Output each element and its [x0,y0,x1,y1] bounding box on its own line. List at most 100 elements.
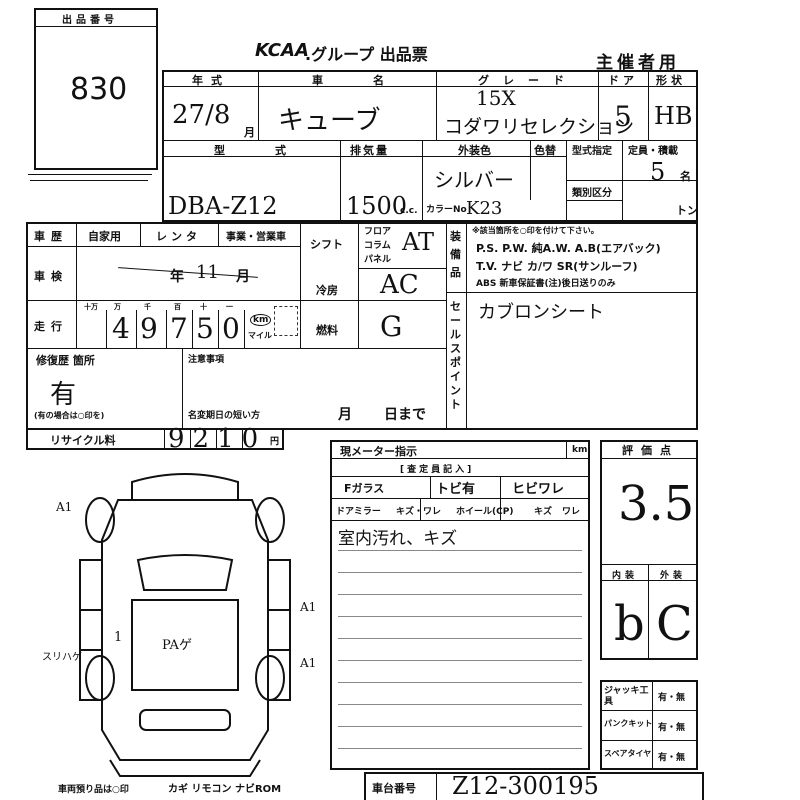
usage-label: 車歴 [34,230,68,243]
inspection-label: 車検 [34,270,68,283]
wheel-label: ホイール(CP) [456,507,514,517]
fuel-label: 燃料 [316,324,338,337]
wheel-value[interactable]: キズ [534,507,553,517]
score-value: 3.5 [618,476,695,532]
mileage-digit-5: 0 [222,312,240,345]
person-unit: 名 [680,170,691,183]
puncture-label: パンクキット [604,719,653,728]
equipment-label: 装備品 [450,230,461,279]
usage-option-rental[interactable]: レンタ [156,230,201,243]
diagram-mark-1: 1 [114,630,123,645]
mileage-unit-1: 一 [226,303,233,311]
lot-number-box [34,8,158,170]
diagram-a1-right-1: A1 [300,600,317,614]
glass-label: Fガラス [344,482,385,495]
meter-km: km [572,445,588,455]
caution-label: 注意事項 [188,355,225,365]
mileage-unit-100: 百 [174,303,181,311]
shift-label: シフト [310,238,343,251]
footer-items: カギ リモコン ナビROM [168,784,282,795]
footer-note: 車両預り品は○印 [58,785,129,795]
glass-value-2[interactable]: ヒビワレ [512,482,565,497]
fuel-value: G [380,310,403,343]
inspection-year-unit: 年 [170,269,184,285]
year-label: 年式 [192,74,230,87]
lot-number-value: 830 [70,72,128,107]
mileage-digit-2: 9 [140,312,158,345]
color-no-label: カラーNo [426,205,467,215]
car-damage-diagram [79,473,291,777]
door-value: 5 [614,100,632,133]
color-value: シルバー [434,168,514,192]
capacity-value: 5 [650,158,666,186]
exterior-label: 外装 [660,571,687,581]
mile-option[interactable]: マイル [248,331,272,340]
repair-note: (有の場合は○印を) [34,411,105,420]
organizer-label: 主催者用 [596,53,680,73]
name-change-day: 日まで [384,407,426,423]
wheel-value-2[interactable]: ワレ [562,507,581,517]
km-option[interactable]: km [250,314,272,326]
model-value: DBA-Z12 [168,192,278,220]
ac-label: 冷房 [316,284,338,297]
shift-panel[interactable]: パネル [364,255,392,265]
interior-value: b [614,596,645,652]
displacement-value: 1500 [346,192,408,220]
recycle-yen: 円 [270,437,280,447]
car-name-label: 車名 [312,74,434,87]
recycle-label: リサイクル料 [50,434,116,447]
mirror-value[interactable]: キズ・ワレ [396,507,442,517]
sales-point-value: カブロンシート [478,302,604,323]
jack-label: ジャッキ工具 [604,686,649,707]
mileage-digit-1: 4 [112,312,130,345]
ac-value: AC [380,270,419,300]
usage-option-business[interactable]: 事業・営業車 [226,232,286,243]
jack-value[interactable]: 有・無 [658,693,686,703]
vehicle-detail-table [26,222,698,430]
chassis-label: 車台番号 [372,782,416,795]
score-label: 評価点 [622,444,679,457]
mileage-unit-1k: 千 [144,303,151,311]
repair-value: 有 [50,380,77,410]
category-label: 類別区分 [572,188,612,199]
inspector-notes-value: 室内汚れ、キズ [338,529,458,549]
shift-column[interactable]: コラム [364,241,391,251]
diagram-a1-top-left: A1 [56,500,73,514]
repair-label: 修復歴 箇所 [36,354,95,367]
name-change-label: 名変期日の短い方 [188,411,261,421]
car-name-value: キューブ [278,106,381,136]
mileage-unit-10k: 万 [114,303,121,311]
inspection-month-unit: 月 [236,269,250,285]
month-unit: 月 [244,126,255,139]
ton-unit: トン [676,204,698,217]
brand-logo: KCAA [255,40,309,61]
equipment-line-1[interactable]: P.S. P.W. 純A.W. A.B(エアバック) [476,242,661,255]
name-change-month: 月 [338,407,352,423]
approval-label: 型式指定 [572,146,612,157]
cc-unit: c.c. [400,206,418,216]
inspector-title: [査定員記入] [400,465,475,475]
diagram-center-note: PAゲ [162,638,192,653]
spare-value[interactable]: 有・無 [658,753,686,763]
glass-value[interactable]: トビ有 [436,482,476,497]
mileage-unit-100k: 十万 [84,303,98,311]
chassis-value: Z12-300195 [452,772,599,800]
shift-floor[interactable]: フロア [364,227,392,237]
model-label: 型式 [214,144,336,157]
year-value: 27/8 [172,100,231,130]
equipment-line-2[interactable]: T.V. ナビ カ/ワ SR(サンルーフ) [476,260,638,273]
tools-table [600,680,698,770]
recycle-fee-row [26,428,284,450]
sales-point-label: セールスポイント [450,300,461,411]
color-change-label: 色替 [534,144,556,157]
usage-option-private[interactable]: 自家用 [88,230,121,243]
equipment-instruction: ※該当箇所を○印を付けて下さい。 [472,226,599,235]
chassis-row [364,772,704,800]
lot-number-label: 出品番号 [62,15,118,26]
shift-value: AT [402,228,435,256]
recycle-value: 9210 [168,424,267,454]
equipment-line-3[interactable]: ABS 新車保証書(注)後日送りのみ [476,279,616,289]
color-no-value: K23 [466,198,503,219]
puncture-value[interactable]: 有・無 [658,723,686,733]
vehicle-info-table [162,70,698,222]
